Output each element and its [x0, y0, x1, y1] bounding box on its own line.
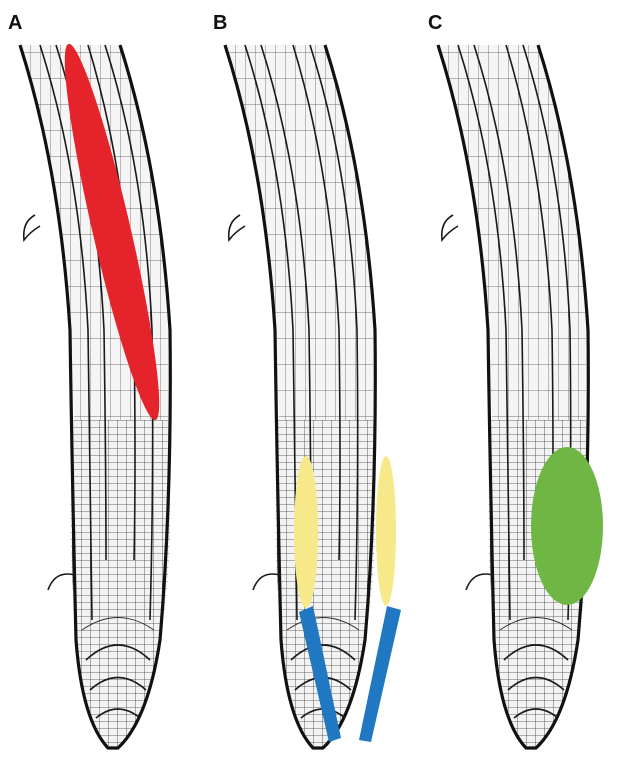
panel-label-c: C — [428, 12, 442, 34]
panel-b: B — [213, 12, 401, 748]
root-image-c — [438, 45, 588, 748]
highlight-yellow-left — [294, 456, 318, 608]
panel-label-a: A — [8, 12, 22, 34]
highlight-yellow-right — [376, 456, 396, 606]
root-image-b — [225, 45, 375, 748]
panel-label-b: B — [213, 12, 227, 34]
panel-c: C — [428, 12, 603, 748]
highlight-green-meristem — [531, 447, 603, 605]
panel-a: A — [8, 12, 174, 748]
